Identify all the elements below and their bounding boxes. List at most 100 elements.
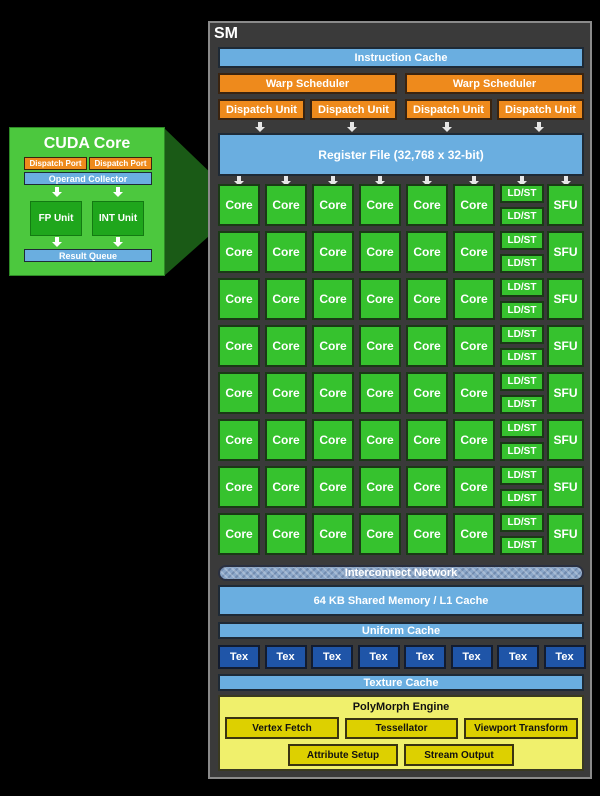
cuda-core: Core bbox=[218, 278, 260, 320]
cuda-core: Core bbox=[312, 184, 354, 226]
cuda-core: Core bbox=[359, 184, 401, 226]
ld-st-unit: LD/ST bbox=[500, 231, 544, 250]
texture-cache: Texture Cache bbox=[218, 674, 584, 691]
cuda-core: Core bbox=[218, 419, 260, 461]
dispatch-port: Dispatch Port bbox=[89, 157, 152, 170]
warp-scheduler: Warp Scheduler bbox=[405, 73, 584, 94]
sm-panel: SM Instruction Cache Warp Scheduler Warp… bbox=[208, 21, 592, 779]
ld-st-unit: LD/ST bbox=[500, 301, 544, 320]
cuda-core: Core bbox=[218, 466, 260, 508]
cuda-core: Core bbox=[312, 231, 354, 273]
tex-unit: Tex bbox=[357, 645, 400, 669]
ld-st-unit: LD/ST bbox=[500, 372, 544, 391]
cuda-core: Core bbox=[359, 231, 401, 273]
cuda-core: Core bbox=[265, 466, 307, 508]
stage-vertex-fetch: Vertex Fetch bbox=[225, 717, 339, 739]
sfu-unit: SFU bbox=[547, 466, 584, 508]
cuda-core: Core bbox=[218, 325, 260, 367]
cuda-core: Core bbox=[359, 325, 401, 367]
cuda-core: Core bbox=[312, 325, 354, 367]
stage-viewport-transform: Viewport Transform bbox=[464, 718, 578, 739]
cuda-core-panel: CUDA Core Dispatch Port Dispatch Port Op… bbox=[9, 127, 165, 276]
tex-unit: Tex bbox=[497, 645, 539, 669]
dispatch-port: Dispatch Port bbox=[24, 157, 87, 170]
ld-st-unit: LD/ST bbox=[500, 325, 544, 344]
result-queue: Result Queue bbox=[24, 249, 152, 262]
cuda-core: Core bbox=[453, 231, 495, 273]
ld-st-unit: LD/ST bbox=[500, 254, 544, 273]
ld-st-unit: LD/ST bbox=[500, 207, 544, 226]
dispatch-unit: Dispatch Unit bbox=[497, 99, 584, 120]
sfu-unit: SFU bbox=[547, 184, 584, 226]
cuda-core: Core bbox=[312, 278, 354, 320]
cuda-core: Core bbox=[265, 184, 307, 226]
ld-st-unit: LD/ST bbox=[500, 419, 544, 438]
stage-tessellator: Tessellator bbox=[345, 718, 458, 739]
cuda-core: Core bbox=[359, 466, 401, 508]
int-unit: INT Unit bbox=[92, 201, 144, 236]
ld-st-unit: LD/ST bbox=[500, 348, 544, 367]
cuda-core: Core bbox=[218, 231, 260, 273]
cuda-core: Core bbox=[312, 372, 354, 414]
cuda-core: Core bbox=[218, 513, 260, 555]
cuda-core: Core bbox=[453, 278, 495, 320]
cuda-core: Core bbox=[265, 278, 307, 320]
stage-attribute-setup: Attribute Setup bbox=[288, 744, 398, 766]
cuda-core-title: CUDA Core bbox=[43, 135, 131, 152]
cuda-core: Core bbox=[406, 231, 448, 273]
dispatch-unit: Dispatch Unit bbox=[405, 99, 492, 120]
tex-unit: Tex bbox=[450, 645, 493, 669]
ld-st-unit: LD/ST bbox=[500, 489, 544, 508]
cuda-core: Core bbox=[406, 419, 448, 461]
tex-unit: Tex bbox=[543, 645, 586, 669]
tex-unit: Tex bbox=[264, 645, 307, 669]
warp-scheduler: Warp Scheduler bbox=[218, 73, 397, 94]
cuda-core: Core bbox=[453, 419, 495, 461]
fp-unit: FP Unit bbox=[30, 201, 82, 236]
dispatch-unit: Dispatch Unit bbox=[310, 99, 397, 120]
cuda-core: Core bbox=[265, 325, 307, 367]
sfu-unit: SFU bbox=[547, 419, 584, 461]
sfu-unit: SFU bbox=[547, 325, 584, 367]
cuda-core: Core bbox=[406, 184, 448, 226]
cuda-core: Core bbox=[359, 372, 401, 414]
cuda-core: Core bbox=[359, 278, 401, 320]
cuda-core: Core bbox=[406, 513, 448, 555]
stage-stream-output: Stream Output bbox=[404, 744, 514, 766]
cuda-core: Core bbox=[406, 278, 448, 320]
cuda-core: Core bbox=[453, 184, 495, 226]
ld-st-unit: LD/ST bbox=[500, 395, 544, 414]
ld-st-unit: LD/ST bbox=[500, 513, 544, 532]
cuda-core: Core bbox=[453, 513, 495, 555]
interconnect-network: Interconnect Network bbox=[218, 565, 584, 581]
cuda-core: Core bbox=[406, 466, 448, 508]
sfu-unit: SFU bbox=[547, 513, 584, 555]
ld-st-unit: LD/ST bbox=[500, 536, 544, 555]
ld-st-unit: LD/ST bbox=[500, 278, 544, 297]
cuda-core: Core bbox=[312, 513, 354, 555]
sfu-unit: SFU bbox=[547, 231, 584, 273]
ld-st-unit: LD/ST bbox=[500, 466, 544, 485]
polymorph-engine: PolyMorph Engine Vertex Fetch Tessellato… bbox=[218, 695, 584, 771]
register-file: Register File (32,768 x 32-bit) bbox=[218, 133, 584, 176]
cuda-core: Core bbox=[265, 513, 307, 555]
instruction-cache: Instruction Cache bbox=[218, 47, 584, 68]
operand-collector: Operand Collector bbox=[24, 172, 152, 185]
ld-st-unit: LD/ST bbox=[500, 184, 544, 203]
shared-memory-l1-cache: 64 KB Shared Memory / L1 Cache bbox=[218, 585, 584, 616]
uniform-cache: Uniform Cache bbox=[218, 622, 584, 639]
tex-unit: Tex bbox=[404, 645, 446, 669]
tex-unit: Tex bbox=[218, 645, 260, 669]
cuda-core: Core bbox=[265, 419, 307, 461]
cuda-core: Core bbox=[218, 184, 260, 226]
ld-st-unit: LD/ST bbox=[500, 442, 544, 461]
cuda-core: Core bbox=[312, 419, 354, 461]
sfu-unit: SFU bbox=[547, 372, 584, 414]
cuda-core: Core bbox=[359, 419, 401, 461]
cuda-core: Core bbox=[218, 372, 260, 414]
sfu-unit: SFU bbox=[547, 278, 584, 320]
cuda-core: Core bbox=[265, 372, 307, 414]
dispatch-unit: Dispatch Unit bbox=[218, 99, 305, 120]
cuda-core: Core bbox=[406, 325, 448, 367]
